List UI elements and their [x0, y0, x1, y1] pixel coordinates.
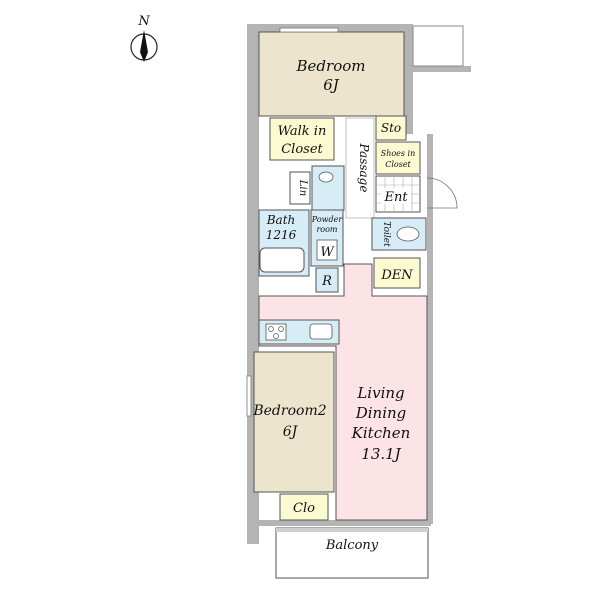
shoes-closet-line1: Shoes in	[381, 149, 416, 158]
passage	[345, 117, 375, 219]
storage-name: Sto	[381, 121, 401, 135]
closet-name: Clo	[293, 501, 315, 516]
balcony	[275, 527, 429, 579]
bath-name: Bath	[266, 213, 296, 227]
passage-name: Passage	[357, 143, 371, 193]
bedroom-1-size: 6J	[323, 76, 340, 94]
entrance-label-bg	[381, 188, 411, 204]
ldk-line3: Kitchen	[351, 424, 411, 442]
bedroom-1-window	[279, 27, 339, 33]
balcony-rail	[276, 528, 428, 532]
toilet-name: Toilet	[381, 221, 391, 247]
powder-room-line2: room	[316, 225, 337, 234]
bedroom-2-size: 6J	[283, 424, 299, 440]
ldk-line1: Living	[356, 384, 404, 402]
balcony-name: Balcony	[325, 538, 379, 553]
refrigerator	[315, 267, 339, 293]
bedroom-2	[253, 351, 335, 493]
kitchen-sink-icon	[309, 323, 333, 340]
powder-room-line1: Powder	[311, 215, 344, 224]
washer-box	[316, 239, 338, 261]
walk-in-closet-line2: Closet	[281, 142, 323, 157]
refrigerator-name: R	[321, 274, 332, 289]
linen-name: Lin	[297, 179, 308, 196]
linen	[289, 171, 311, 205]
sink-icon	[318, 171, 334, 183]
toilet-icon	[396, 226, 420, 242]
walk-in-closet	[269, 117, 335, 161]
bedroom-2-window	[246, 375, 252, 417]
bedroom-1	[258, 31, 405, 117]
ldk-size: 13.1J	[361, 445, 401, 463]
ldk-line2: Dining	[355, 404, 407, 422]
shoes-closet	[375, 141, 421, 175]
closet	[279, 493, 329, 521]
walk-in-closet-line1: Walk in	[278, 124, 327, 139]
outdoor-area	[412, 25, 464, 67]
bedroom-2-name: Bedroom2	[252, 403, 326, 419]
storage	[375, 115, 407, 141]
compass: N	[130, 14, 158, 62]
entrance-door-swing	[426, 177, 458, 209]
bathtub-icon	[259, 247, 305, 273]
bedroom-1-name: Bedroom	[296, 57, 366, 75]
den-name: DEN	[380, 268, 413, 283]
compass-label: N	[137, 14, 150, 29]
bath-size: 1216	[266, 228, 297, 242]
washer-name: W	[320, 245, 335, 260]
north-arrow-icon	[140, 30, 148, 62]
den	[373, 257, 421, 289]
shoes-closet-line2: Closet	[385, 160, 411, 169]
stove-icon	[265, 323, 287, 341]
entrance-name: Ent	[383, 190, 408, 205]
